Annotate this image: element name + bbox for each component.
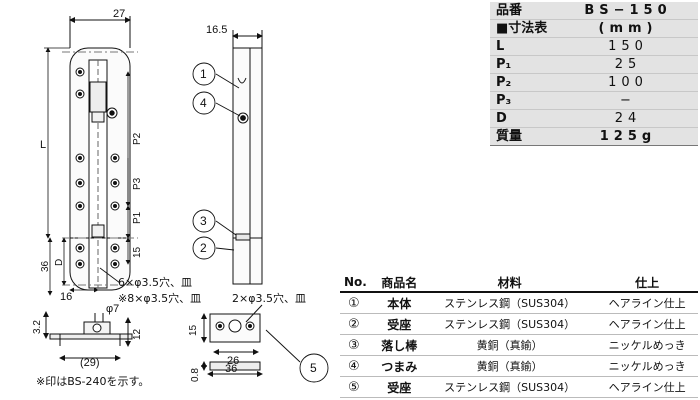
dim-p3: P3 xyxy=(132,177,143,190)
spec-value: 125g xyxy=(558,127,698,146)
knob-detail xyxy=(43,311,133,361)
spec-value: 100 xyxy=(558,73,698,92)
parts-header-material: 材料 xyxy=(423,273,597,293)
callout-3: 3 xyxy=(200,214,207,228)
dim-d: D xyxy=(54,259,65,266)
part-no: ① xyxy=(340,292,376,314)
spec-value: 25 xyxy=(558,55,698,74)
side-view xyxy=(232,30,263,285)
dim-length: L xyxy=(40,139,46,151)
spec-key: L xyxy=(490,37,558,56)
parts-header-no: No. xyxy=(340,273,376,293)
dim-29: (29) xyxy=(80,357,100,369)
dim-26: 26 xyxy=(227,355,239,367)
dim-16: 16 xyxy=(60,291,72,303)
part-name: 受座 xyxy=(375,313,424,335)
dim-0-8: 0.8 xyxy=(190,368,201,382)
spec-row: L 150 xyxy=(490,37,698,56)
footnote: ※印はBS-240を示す。 xyxy=(36,375,149,388)
dim-15: 15 xyxy=(132,246,143,258)
part-finish: ニッケルめっき xyxy=(596,355,698,377)
spec-key: ■寸法表 xyxy=(490,19,558,38)
dim-p1: P1 xyxy=(132,211,143,224)
spec-table: 品番 BS−150 ■寸法表 (mm) L 150 P₁ 25 P₂ 100 P… xyxy=(490,2,698,146)
dim-3-2: 3.2 xyxy=(32,320,43,334)
parts-row: ⑤ 受座 ステンレス鋼（SUS304） ヘアライン仕上 xyxy=(340,376,698,398)
spec-row: P₁ 25 xyxy=(490,55,698,74)
spec-row: 質量 125g xyxy=(490,127,698,146)
spec-value: 24 xyxy=(558,109,698,128)
part-name: 受座 xyxy=(375,376,424,398)
holes-2-note: 2×φ3.5穴、皿 xyxy=(232,291,306,305)
spec-key: P₂ xyxy=(490,73,558,92)
screw-holes xyxy=(75,67,120,269)
spec-value: BS−150 xyxy=(558,2,698,20)
callout-2: 2 xyxy=(200,241,207,255)
spec-row: P₃ − xyxy=(490,91,698,110)
part-material: ステンレス鋼（SUS304） xyxy=(423,376,597,398)
spec-row: 品番 BS−150 xyxy=(490,2,698,20)
spec-key: 品番 xyxy=(490,2,558,20)
part-name: 落し棒 xyxy=(375,334,424,356)
part-no: ② xyxy=(340,313,376,335)
part-finish: ヘアライン仕上 xyxy=(596,313,698,335)
parts-header-name: 商品名 xyxy=(375,273,424,293)
callout-4: 4 xyxy=(200,96,207,110)
part-finish: ニッケルめっき xyxy=(596,334,698,356)
parts-header-row: No. 商品名 材料 仕上 xyxy=(340,273,698,293)
spec-value: 150 xyxy=(558,37,698,56)
dim-phi7: φ7 xyxy=(106,303,119,315)
part-no: ⑤ xyxy=(340,376,376,398)
part-material: ステンレス鋼（SUS304） xyxy=(423,292,597,314)
dim-16-5: 16.5 xyxy=(206,24,227,36)
front-dimensions xyxy=(44,47,131,296)
spec-value: (mm) xyxy=(558,19,698,38)
parts-row: ② 受座 ステンレス鋼（SUS304） ヘアライン仕上 xyxy=(340,313,698,335)
part-material: 黄銅（真鍮） xyxy=(423,355,597,377)
part-finish: ヘアライン仕上 xyxy=(596,376,698,398)
callout-1: 1 xyxy=(200,67,207,81)
parts-row: ① 本体 ステンレス鋼（SUS304） ヘアライン仕上 xyxy=(340,292,698,314)
part-material: 黄銅（真鍮） xyxy=(423,334,597,356)
dim-36b: 36 xyxy=(225,363,237,375)
dim-15b: 15 xyxy=(188,324,199,336)
spec-value: − xyxy=(558,91,698,110)
part-finish: ヘアライン仕上 xyxy=(596,292,698,314)
part-material: ステンレス鋼（SUS304） xyxy=(423,313,597,335)
holes-8-note: ※8×φ3.5穴、皿 xyxy=(118,291,201,305)
spec-key: D xyxy=(490,109,558,128)
callouts xyxy=(192,62,329,383)
spec-key: 質量 xyxy=(490,127,558,146)
spec-key: P₃ xyxy=(490,91,558,110)
spec-key: P₁ xyxy=(490,55,558,74)
parts-header-finish: 仕上 xyxy=(596,273,698,293)
dim-p2: P2 xyxy=(132,132,143,145)
parts-table: No. 商品名 材料 仕上 ① 本体 ステンレス鋼（SUS304） ヘアライン仕… xyxy=(340,273,698,398)
holes-6-note: 6×φ3.5穴、皿 xyxy=(118,275,192,289)
part-name: 本体 xyxy=(375,292,424,314)
dim-27: 27 xyxy=(113,8,125,20)
spec-row: ■寸法表 (mm) xyxy=(490,19,698,38)
part-name: つまみ xyxy=(375,355,424,377)
dim-36: 36 xyxy=(40,260,51,272)
parts-row: ④ つまみ 黄銅（真鍮） ニッケルめっき xyxy=(340,355,698,377)
part-no: ④ xyxy=(340,355,376,377)
callout-5: 5 xyxy=(310,361,317,375)
spec-row: D 24 xyxy=(490,109,698,128)
keeper-detail xyxy=(201,304,263,377)
front-view xyxy=(62,16,138,291)
dim-12: 12 xyxy=(132,328,143,340)
spec-row: P₂ 100 xyxy=(490,73,698,92)
parts-row: ③ 落し棒 黄銅（真鍮） ニッケルめっき xyxy=(340,334,698,356)
part-no: ③ xyxy=(340,334,376,356)
